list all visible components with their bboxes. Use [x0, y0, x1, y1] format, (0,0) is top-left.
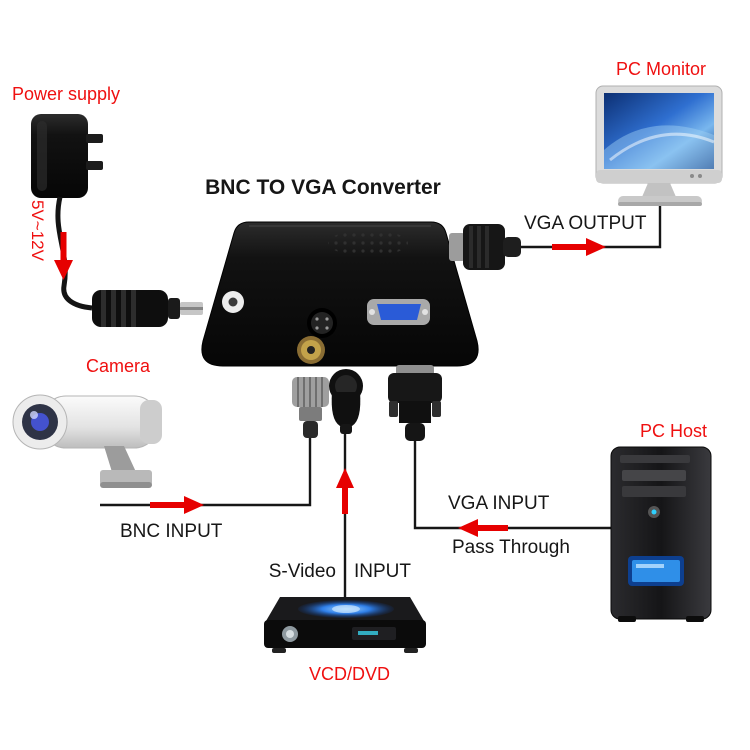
- vga-input-arrow-icon: [458, 519, 508, 537]
- vga-output-connector-icon: [449, 224, 521, 270]
- svideo-connector-icon: [329, 369, 363, 434]
- converter-icon: [201, 221, 479, 367]
- diagram-title: BNC TO VGA Converter: [205, 176, 441, 199]
- vcd-dvd-icon: [264, 597, 426, 653]
- pc-host-icon: [610, 446, 712, 622]
- dc-plug-icon: [92, 290, 203, 327]
- camera-icon: [12, 394, 162, 488]
- flow-arrows: [54, 232, 606, 537]
- vga-output-arrow-icon: [552, 238, 606, 256]
- voltage-label: 5V~12V: [28, 200, 47, 261]
- power-supply-icon: [31, 114, 103, 311]
- pc-host-label: PC Host: [640, 421, 708, 441]
- bnc-input-label: BNC INPUT: [120, 521, 223, 542]
- camera-label: Camera: [86, 356, 151, 376]
- pc-monitor-icon: [595, 85, 723, 206]
- bnc-input-arrow-icon: [150, 496, 204, 514]
- power-flow-arrow-icon: [54, 232, 73, 280]
- svideo-input-word-label: INPUT: [354, 561, 411, 582]
- power-supply-label: Power supply: [12, 84, 121, 104]
- vcd-dvd-label: VCD/DVD: [309, 664, 391, 684]
- pc-monitor-label: PC Monitor: [616, 59, 707, 79]
- svideo-input-arrow-icon: [336, 468, 354, 514]
- vga-output-label: VGA OUTPUT: [524, 213, 647, 234]
- vga-input-label: VGA INPUT: [448, 493, 550, 514]
- vga-input-connector-icon: [388, 365, 442, 441]
- svideo-label: S-Video: [268, 561, 336, 582]
- pass-through-label: Pass Through: [452, 537, 570, 558]
- bnc-connector-icon: [292, 377, 329, 438]
